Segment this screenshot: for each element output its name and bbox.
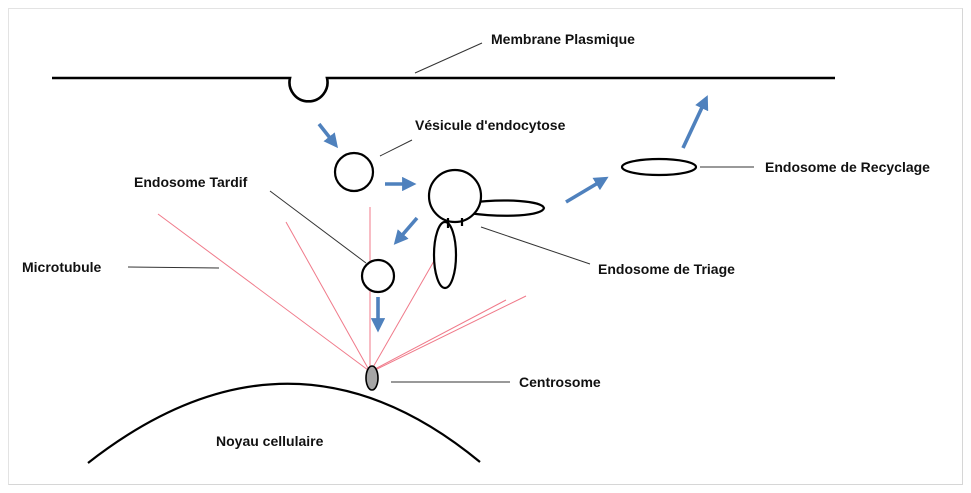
arrow-membrane-to-vesicle: [317, 122, 339, 149]
arrow-sorting-to-recycling: [565, 176, 609, 204]
arrow-sorting-to-late: [393, 216, 419, 245]
leader-lines: [127, 42, 754, 383]
transport-arrows: [317, 95, 709, 333]
centrosome: [365, 365, 379, 391]
microtubules: [157, 207, 527, 372]
diagram-frame: [8, 8, 963, 485]
label-sorting-endosome: Endosome de Triage: [598, 261, 735, 277]
microtubule-line: [285, 221, 370, 371]
leader-line-sorting-endosome: [480, 226, 591, 265]
microtubule-line: [372, 299, 507, 371]
sorting-endosome-tubule: [466, 199, 546, 217]
endocytic-vesicle: [333, 151, 375, 193]
recycling-endosome: [620, 157, 698, 177]
microtubule-line: [371, 253, 439, 370]
label-microtubule: Microtubule: [22, 259, 102, 275]
leader-line-endocytic-vesicle: [379, 139, 413, 157]
label-centrosome: Centrosome: [519, 374, 601, 390]
label-plasma-membrane: Membrane Plasmique: [491, 31, 635, 47]
late-endosome: [360, 258, 396, 294]
label-endocytic-vesicle: Vésicule d'endocytose: [415, 117, 566, 133]
microtubule-line: [372, 295, 527, 372]
nucleus: [87, 382, 481, 464]
leader-line-microtubule: [127, 266, 220, 269]
plasma-membrane: [52, 76, 835, 103]
arrow-recycling-to-membrane: [681, 95, 709, 149]
leader-line-plasma-membrane: [414, 42, 483, 74]
sorting-endosome: [427, 168, 546, 290]
label-nucleus: Noyau cellulaire: [216, 433, 324, 449]
sorting-endosome-neck: [446, 218, 464, 228]
leader-line-late-endosome: [269, 190, 367, 264]
sorting-endosome-lobe: [432, 220, 458, 290]
label-late-endosome: Endosome Tardif: [134, 174, 248, 190]
sorting-endosome-body: [427, 168, 483, 224]
label-recycling-endosome: Endosome de Recyclage: [765, 159, 930, 175]
microtubule-line: [157, 213, 369, 371]
